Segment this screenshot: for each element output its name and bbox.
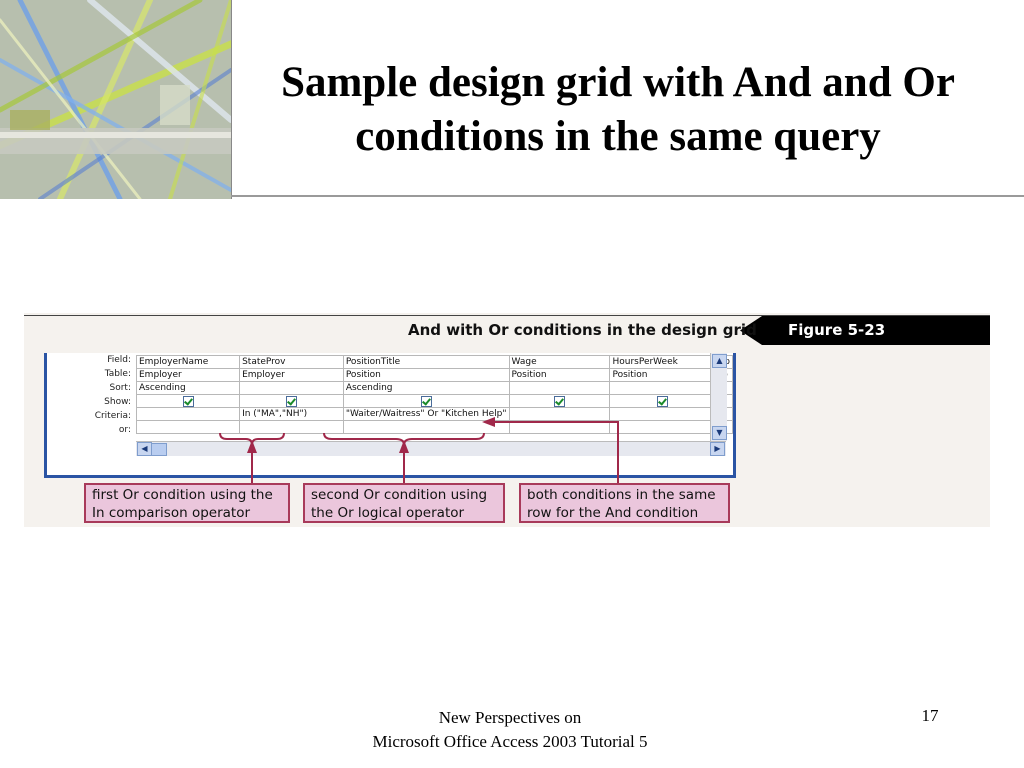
vertical-scrollbar[interactable]: ▲ ▼ bbox=[710, 353, 727, 441]
page-number: 17 bbox=[921, 706, 939, 725]
grid-row-field: EmployerName StateProv PositionTitle Wag… bbox=[135, 355, 733, 369]
callout-first-or: first Or condition using the In comparis… bbox=[84, 483, 290, 523]
title-line-2: conditions in the same query bbox=[355, 113, 881, 160]
figure-badge-shape bbox=[740, 316, 990, 345]
figure-5-23: And with Or conditions in the design gri… bbox=[24, 313, 990, 527]
footer-line-1: New Perspectives on bbox=[438, 708, 582, 727]
row-label-show: Show: bbox=[104, 397, 131, 407]
grid-row-criteria: In ("MA","NH") "Waiter/Waitress" Or "Kit… bbox=[135, 407, 733, 421]
callout-second-or: second Or condition using the Or logical… bbox=[303, 483, 505, 523]
design-grid-table: EmployerName StateProv PositionTitle Wag… bbox=[135, 355, 733, 434]
scroll-down-icon[interactable]: ▼ bbox=[712, 426, 727, 440]
scroll-up-icon[interactable]: ▲ bbox=[712, 354, 727, 368]
callout-text: second Or condition using bbox=[311, 487, 488, 503]
decorative-photo bbox=[0, 0, 232, 199]
footer-line-2: Microsoft Office Access 2003 Tutorial 5 bbox=[372, 732, 648, 751]
scroll-left-icon[interactable]: ◀ bbox=[137, 442, 152, 456]
row-label-sort: Sort: bbox=[109, 383, 131, 393]
show-checkbox[interactable] bbox=[656, 395, 668, 407]
callout-arrows bbox=[219, 417, 619, 483]
title-divider bbox=[231, 195, 1024, 197]
slide-footer: New Perspectives on Microsoft Office Acc… bbox=[300, 706, 720, 754]
query-design-grid: Field: Table: Sort: Show: Criteria: or: … bbox=[44, 353, 736, 478]
callout-text: both conditions in the same bbox=[527, 487, 716, 503]
horizontal-scrollbar[interactable]: ◀ ▶ bbox=[136, 441, 726, 456]
show-checkbox[interactable] bbox=[420, 395, 432, 407]
scroll-right-icon[interactable]: ▶ bbox=[710, 442, 725, 456]
row-label-or: or: bbox=[118, 425, 131, 435]
scroll-thumb[interactable] bbox=[151, 443, 167, 456]
figure-caption: And with Or conditions in the design gri… bbox=[408, 321, 757, 339]
callout-text: In comparison operator bbox=[92, 505, 251, 521]
callout-text: the Or logical operator bbox=[311, 505, 465, 521]
callout-and-condition: both conditions in the same row for the … bbox=[519, 483, 730, 523]
row-label-field: Field: bbox=[107, 355, 131, 365]
show-checkbox[interactable] bbox=[182, 395, 194, 407]
grid-row-labels: Field: Table: Sort: Show: Criteria: or: bbox=[47, 353, 135, 437]
figure-header: And with Or conditions in the design gri… bbox=[24, 315, 990, 345]
or-cell[interactable] bbox=[135, 420, 241, 434]
callout-text: row for the And condition bbox=[527, 505, 699, 521]
slide-title: Sample design grid with And and Or condi… bbox=[248, 56, 988, 164]
figure-number: Figure 5-23 bbox=[788, 321, 886, 339]
row-label-criteria: Criteria: bbox=[94, 411, 131, 421]
row-label-table: Table: bbox=[104, 369, 131, 379]
show-checkbox[interactable] bbox=[285, 395, 297, 407]
title-line-1: Sample design grid with And and Or bbox=[281, 59, 955, 106]
show-checkbox[interactable] bbox=[554, 395, 565, 407]
callout-text: first Or condition using the bbox=[92, 487, 273, 503]
